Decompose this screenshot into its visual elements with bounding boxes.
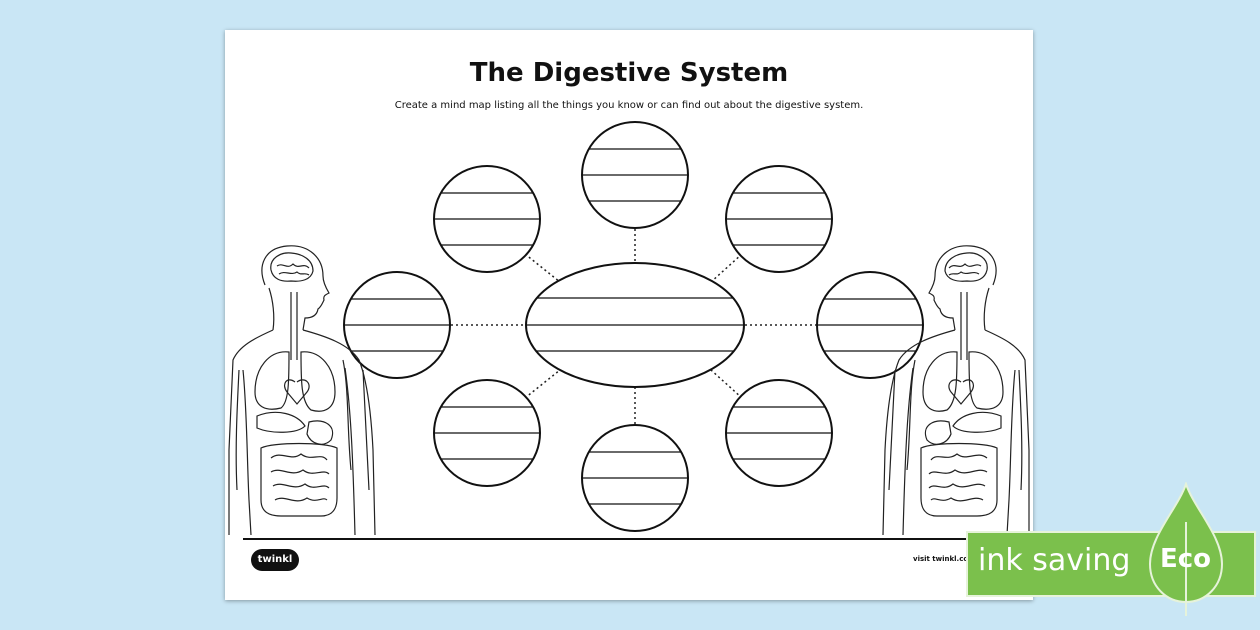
ink-saving-label: ink saving: [978, 543, 1131, 578]
center-bubble: [525, 262, 745, 388]
worksheet-page: The Digestive System Create a mind map l…: [225, 30, 1033, 600]
footer-url: visit twinkl.com: [913, 555, 976, 563]
footer-divider: [243, 538, 1015, 540]
twinkl-logo: twinkl: [251, 549, 299, 571]
outer-bubble: [581, 121, 689, 229]
eco-leaf-drop-icon: [1148, 482, 1224, 616]
human-body-right-illustration: [882, 245, 1030, 536]
outer-bubble: [725, 379, 833, 487]
outer-bubble: [725, 165, 833, 273]
outer-bubble: [581, 424, 689, 532]
human-body-left-illustration: [228, 245, 376, 536]
mind-map: [228, 121, 1030, 536]
outer-bubble: [816, 271, 924, 379]
outer-bubble: [343, 271, 451, 379]
outer-bubble: [433, 379, 541, 487]
connectors: [451, 229, 816, 424]
instruction-text: Create a mind map listing all the things…: [394, 100, 864, 111]
eco-label: Eco: [1160, 544, 1212, 574]
outer-bubble: [433, 165, 541, 273]
page-title: The Digestive System: [469, 58, 789, 88]
